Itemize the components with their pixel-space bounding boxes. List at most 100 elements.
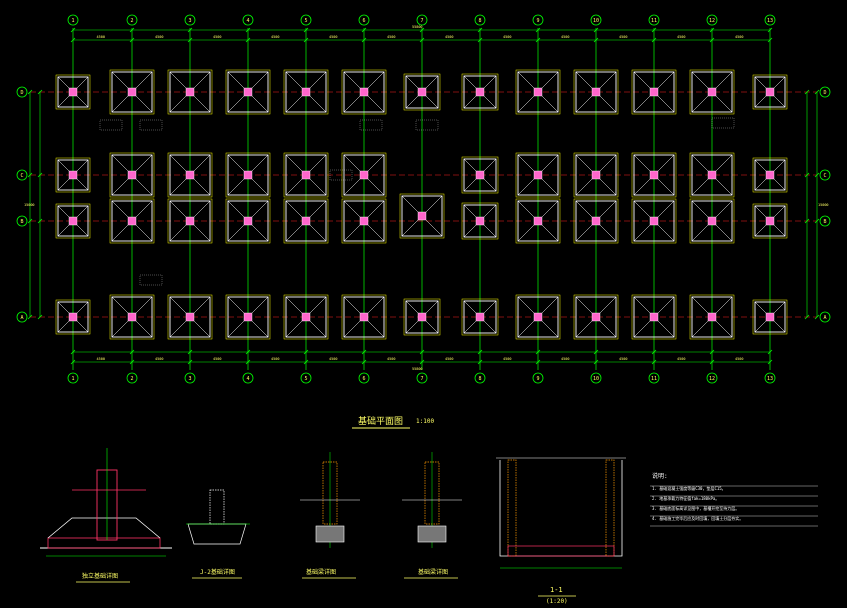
bay-dimension-label-bottom: 4500 — [387, 357, 395, 361]
footing-outer-outline — [167, 198, 213, 244]
detail1-footing-pad — [47, 537, 161, 549]
axis-bubble-11 — [648, 14, 660, 26]
footing-A-1 — [55, 299, 91, 335]
dimension-tick — [814, 89, 820, 95]
dimension-tick — [187, 37, 193, 43]
footing-outer-outline — [515, 69, 561, 115]
dimension-tick — [129, 359, 135, 365]
axis-bubble-B — [16, 215, 28, 227]
footing-outer-outline — [225, 152, 271, 198]
column-section — [533, 87, 543, 97]
dimension-tick — [245, 359, 251, 365]
column-section — [68, 87, 78, 97]
bay-dimension-label-bottom: 4500 — [677, 357, 685, 361]
dimension-tick — [27, 89, 33, 95]
footing-outer-outline — [55, 203, 91, 239]
column-section — [301, 216, 311, 226]
footing-B-9 — [515, 198, 561, 244]
footing-D-1 — [55, 74, 91, 110]
footing-C-2 — [109, 152, 155, 198]
dimension-tick — [804, 172, 810, 178]
dimension-tick — [245, 37, 251, 43]
axis-bubble-label: 5 — [304, 18, 307, 24]
dimension-tick — [767, 27, 773, 33]
column-section — [765, 216, 775, 226]
column-section — [649, 216, 659, 226]
footing-outer-outline — [283, 294, 329, 340]
footing-D-6 — [341, 69, 387, 115]
footing-outer-outline — [341, 69, 387, 115]
dimension-tick — [593, 359, 599, 365]
column-section — [591, 87, 601, 97]
footing-outline — [575, 71, 617, 113]
axis-bubble-label: 1 — [71, 376, 74, 382]
section-bottom-slab — [507, 545, 615, 557]
footing-outer-outline — [403, 73, 441, 111]
footing-outline — [285, 71, 327, 113]
footing-outline — [285, 296, 327, 338]
dimension-tick — [535, 349, 541, 355]
detail-drawings — [40, 448, 818, 597]
footing-outer-outline — [752, 157, 788, 193]
dimension-tick — [27, 314, 33, 320]
dimension-tick — [535, 27, 541, 33]
footing-outer-outline — [689, 294, 735, 340]
footing-outline — [111, 71, 153, 113]
column-section — [185, 312, 195, 322]
detail3-beam-base — [315, 525, 345, 543]
column-section — [765, 170, 775, 180]
dimension-tick — [303, 27, 309, 33]
bay-dimension-label-top: 4500 — [329, 35, 337, 39]
dimension-tick — [419, 359, 425, 365]
footing-outer-outline — [752, 299, 788, 335]
dimension-tick — [709, 349, 715, 355]
footing-outer-outline — [515, 198, 561, 244]
column-section — [649, 312, 659, 322]
overall-length-label-top: 55800 — [412, 25, 423, 29]
footing-D-7 — [403, 73, 441, 111]
footing-outer-outline — [283, 198, 329, 244]
footing-outline — [463, 75, 497, 109]
footing-outline — [633, 200, 675, 242]
footing-outline — [57, 159, 89, 191]
footing-outline — [57, 205, 89, 237]
footing-C-13 — [752, 157, 788, 193]
overall-width-label-left: 15000 — [24, 203, 35, 207]
footing-outer-outline — [283, 152, 329, 198]
axis-bubble-label: B — [823, 219, 826, 225]
detail-title-4: 基础梁详图 — [418, 568, 448, 576]
footing-A-5 — [283, 294, 329, 340]
footing-outline — [754, 76, 786, 108]
column-section — [127, 216, 137, 226]
dimension-tick — [804, 218, 810, 224]
column-section — [707, 87, 717, 97]
dimension-tick — [303, 359, 309, 365]
dimension-tick — [129, 37, 135, 43]
footing-outline — [405, 300, 439, 334]
dimension-tick — [535, 359, 541, 365]
footing-outer-outline — [461, 156, 499, 194]
axis-bubble-C — [819, 169, 831, 181]
annotation-mark — [415, 119, 439, 131]
axis-bubble-label: 7 — [420, 18, 423, 24]
footing-C-6 — [341, 152, 387, 198]
dimension-tick — [419, 37, 425, 43]
footing-outer-outline — [167, 152, 213, 198]
footing-outer-outline — [341, 294, 387, 340]
column-section — [417, 211, 427, 221]
dimension-tick — [767, 359, 773, 365]
axis-bubble-label: 6 — [362, 18, 365, 24]
column-section — [417, 87, 427, 97]
note-3: 3. 基础底面标高详见图中，基槽开挖至持力层。 — [652, 505, 739, 511]
footing-outer-outline — [631, 294, 677, 340]
column-section — [127, 170, 137, 180]
footing-outline — [463, 300, 497, 334]
footing-A-11 — [631, 294, 677, 340]
axis-bubble-label: 6 — [362, 376, 365, 382]
footing-B-4 — [225, 198, 271, 244]
axis-bubble-label: D — [823, 90, 826, 96]
dimension-tick — [187, 359, 193, 365]
column-section — [68, 170, 78, 180]
axis-bubble-3 — [184, 372, 196, 384]
axis-bubble-label: 10 — [593, 18, 599, 24]
